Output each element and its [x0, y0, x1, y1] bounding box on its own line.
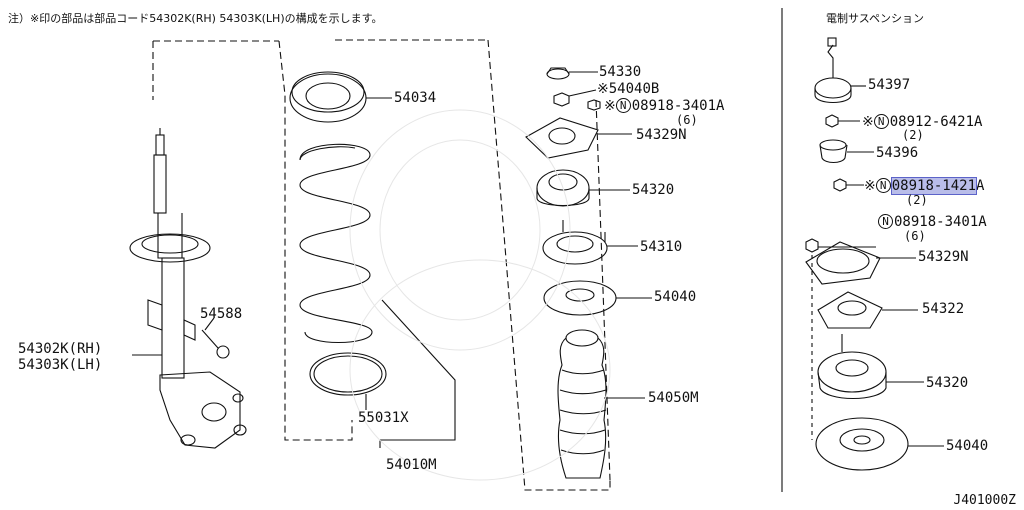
panel-title: 電制サスペンション — [826, 12, 925, 25]
mount-stack-drawing — [525, 67, 652, 479]
n-mark: N — [615, 98, 631, 113]
label-54010m[interactable]: 54010M — [386, 457, 437, 473]
diagram-code: J401000Z — [953, 493, 1016, 508]
label-54050m[interactable]: 54050M — [648, 390, 699, 406]
mark: ※ — [604, 98, 616, 114]
electronic-suspension-drawing — [805, 37, 944, 471]
header-note: 注）※印の部品は部品コード54302K(RH) 54303K(LH)の構成を示し… — [8, 12, 383, 25]
n-mark: N — [878, 214, 893, 229]
highlighted-part-number[interactable]: 08918-1421 — [890, 177, 978, 195]
qty-08918-3401a-left: (6) — [676, 113, 698, 127]
label-54302k[interactable]: 54302K(RH) — [18, 341, 103, 357]
label-54329n-right[interactable]: 54329N — [918, 249, 969, 265]
label-54330[interactable]: 54330 — [599, 64, 642, 80]
part-number: 08912-6421A — [889, 114, 983, 130]
label-54320-right[interactable]: 54320 — [926, 375, 969, 391]
n-mark: N — [875, 178, 891, 193]
upper-seat-54034-drawing — [289, 71, 392, 123]
mark: ※ — [862, 114, 874, 130]
n-mark: N — [873, 114, 889, 129]
qty-08918-1421a: (2) — [906, 193, 928, 207]
part-number-suffix: A — [976, 178, 985, 194]
strut-assembly-drawing — [129, 128, 247, 449]
label-54040[interactable]: 54040 — [654, 289, 697, 305]
dashed-enclosure — [152, 39, 611, 491]
coil-spring-drawing — [299, 143, 373, 344]
qty-08912-6421a: (2) — [902, 128, 924, 142]
label-55031x[interactable]: 55031X — [358, 410, 409, 426]
bump-ring-drawing — [309, 352, 387, 396]
label-54040-right[interactable]: 54040 — [946, 438, 989, 454]
label-54303k[interactable]: 54303K(LH) — [18, 357, 103, 373]
label-54310[interactable]: 54310 — [640, 239, 683, 255]
part-number: 08918-3401A — [894, 214, 987, 230]
label-54322[interactable]: 54322 — [922, 301, 965, 317]
label-54320[interactable]: 54320 — [632, 182, 675, 198]
watermark-drawing — [349, 109, 611, 481]
label-54034[interactable]: 54034 — [394, 90, 437, 106]
part-number: 08918-3401A — [631, 98, 725, 114]
label-54397[interactable]: 54397 — [868, 77, 911, 93]
label-54040b[interactable]: ※54040B — [597, 81, 660, 97]
label-54329n[interactable]: 54329N — [636, 127, 687, 143]
qty-08918-3401a-right: (6) — [904, 229, 926, 243]
label-54588[interactable]: 54588 — [200, 306, 243, 322]
label-54396[interactable]: 54396 — [876, 145, 919, 161]
mark: ※ — [864, 178, 876, 194]
